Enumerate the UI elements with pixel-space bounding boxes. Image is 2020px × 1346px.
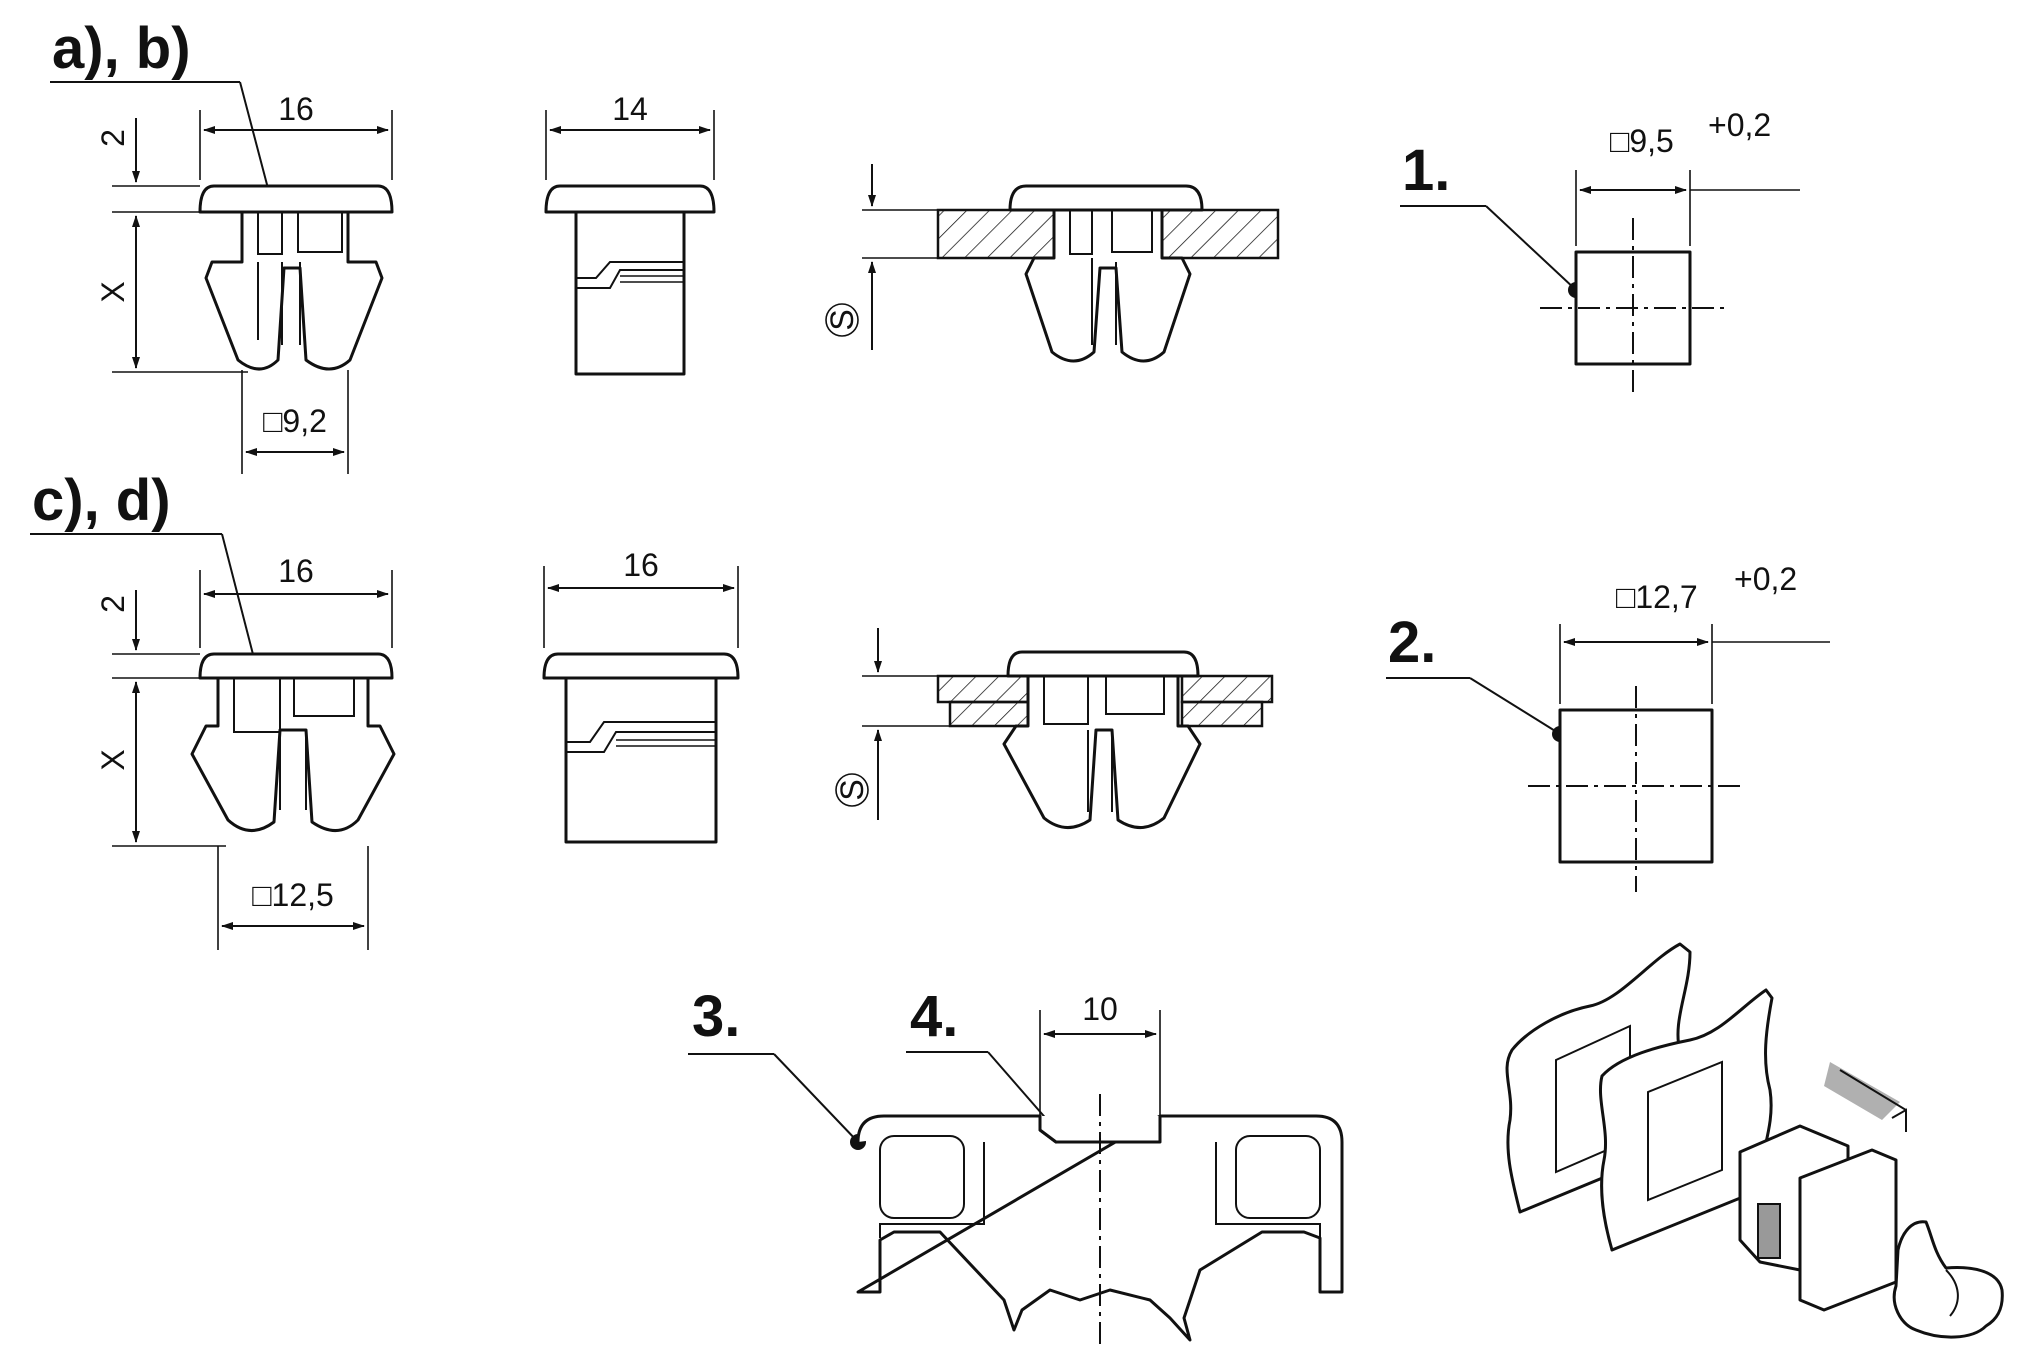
panel-front-illustration [1598,988,1774,1252]
s-symbol-ab [825,303,859,337]
assembly-illustration [1505,942,2004,1339]
thumbs-up-icon [1892,1220,2004,1339]
clip-ab-side-view [544,184,716,376]
label-hole-2: 2. [1388,610,1436,675]
label-ab: a), b) [52,16,191,81]
dim-s-cd: S [834,779,870,800]
leader-1-diagonal [1485,205,1577,291]
dim-cd-side-width: 16 [623,547,659,583]
clip-ab-mounted-section [936,184,1280,363]
arrow-illustration [1824,1062,1900,1120]
dim-ab-head-width: 16 [278,91,314,127]
clip-cd-mounted-section [936,650,1274,829]
dim-cd-square: □12,5 [252,877,334,913]
group-ab: a), b) 16 2 X □9,2 [50,16,1800,474]
dim-hole-1-tolerance: +0,2 [1708,107,1771,143]
dim-hole-2-size: □12,7 [1616,579,1698,615]
dim-hole-2-tolerance: +0,2 [1734,561,1797,597]
clip-cd-side-view [542,652,740,844]
clip-cd-front-view [190,652,396,832]
leader-cd-diagonal [221,533,257,667]
dim-ab-x: X [95,281,131,302]
leader-3-diagonal [773,1053,859,1143]
dim-cd-x: X [95,749,131,770]
dim-cd-head-height: 2 [95,595,131,613]
dim-ab-side-width: 14 [612,91,648,127]
dim-ab-square: □9,2 [263,403,327,439]
dim-cd-head-width: 16 [278,553,314,589]
label-panel-4: 4. [910,984,958,1049]
label-cd: c), d) [32,468,171,533]
panel-section: 3. 4. 10 [688,984,1344,1346]
leader-2-diagonal [1469,677,1561,735]
dim-s-ab: S [824,309,860,330]
leader-ab-diagonal [239,81,271,197]
label-panel-3: 3. [692,984,740,1049]
clip-ab-front-view [198,184,394,371]
dim-ab-head-height: 2 [95,129,131,147]
label-hole-1: 1. [1402,138,1450,203]
dim-hole-1-size: □9,5 [1610,123,1674,159]
group-cd: c), d) 16 2 X □12,5 [30,468,1830,950]
dim-panel-width: 10 [1082,991,1118,1027]
s-symbol-cd [835,773,869,807]
